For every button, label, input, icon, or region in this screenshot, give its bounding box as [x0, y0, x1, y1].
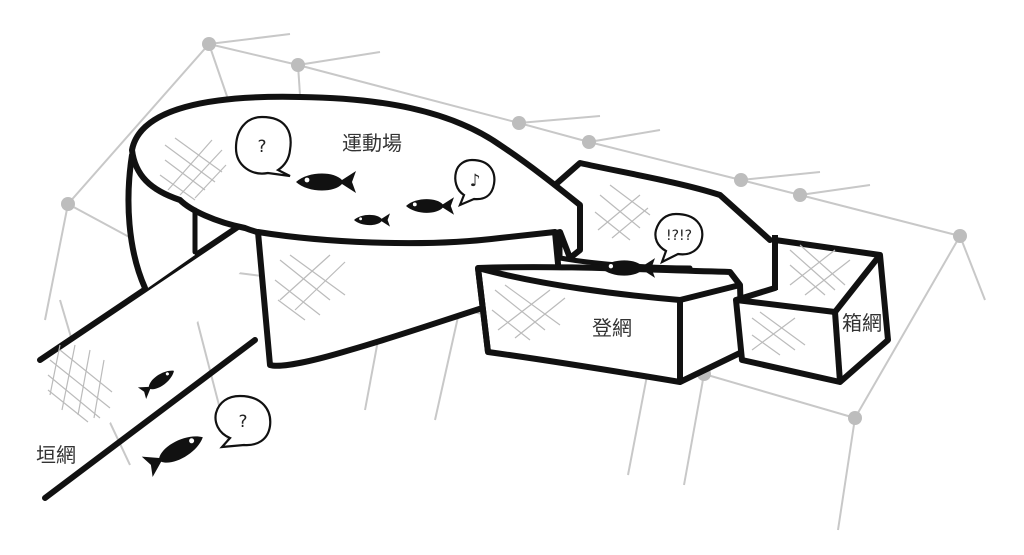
box-net: [733, 235, 891, 385]
bubble-fence-question-text: ?: [238, 412, 247, 432]
bubble-playground-music: ♪: [454, 158, 496, 208]
bubble-landing-surprise-text: !?!?: [666, 228, 692, 244]
fish-fence-large: [141, 427, 209, 477]
label-playground: 運動場: [342, 131, 402, 155]
label-box-net: 箱網: [842, 311, 882, 335]
bubble-playground-question: ?: [234, 115, 292, 178]
bubble-playground-question-text: ?: [257, 137, 266, 157]
label-landing-net: 登網: [592, 316, 632, 340]
label-fence-net: 垣網: [36, 443, 76, 467]
landing-net: [475, 264, 745, 385]
bubble-playground-music-text: ♪: [470, 171, 481, 191]
bubble-fence-question: ?: [214, 394, 272, 449]
bubble-landing-surprise: !?!?: [654, 212, 704, 265]
